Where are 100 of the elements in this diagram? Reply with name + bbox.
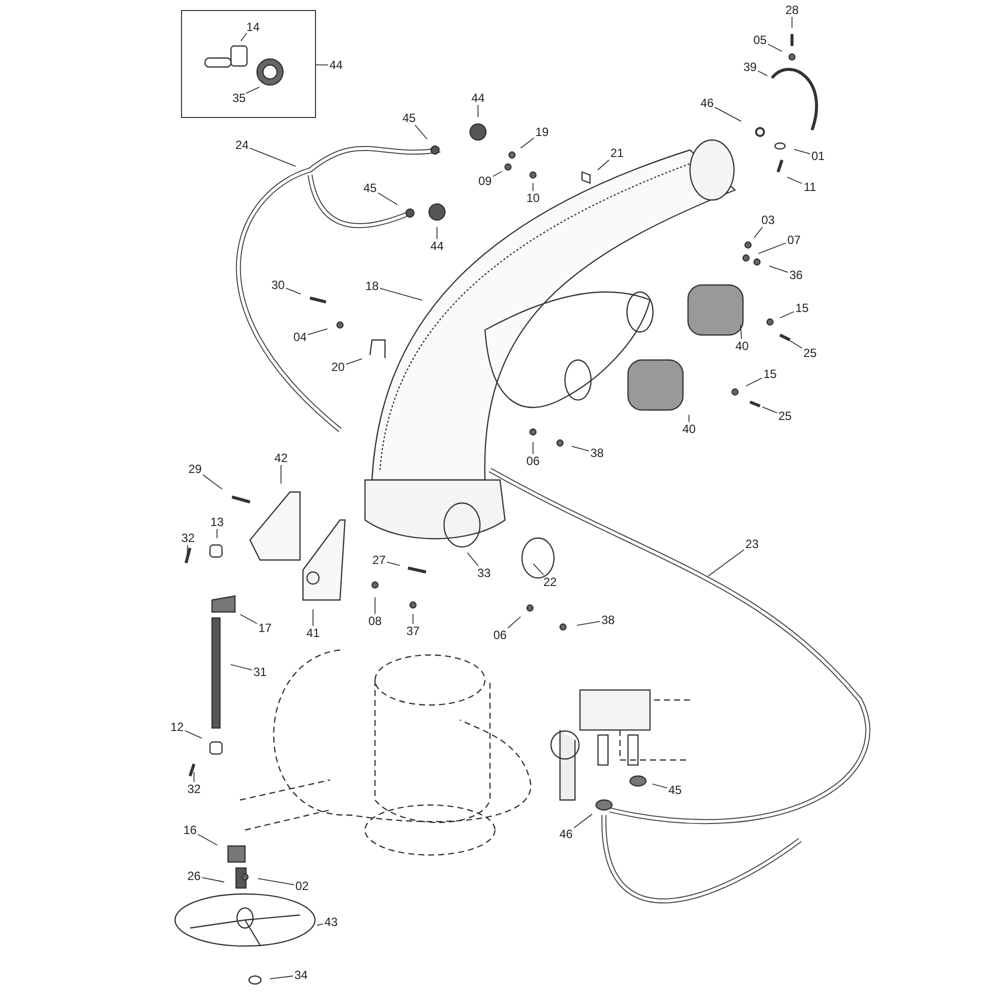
leader-line	[202, 474, 222, 490]
leader-line	[184, 730, 202, 739]
leader-line	[316, 923, 324, 926]
callout-number: 09	[475, 174, 495, 188]
leader-line	[532, 563, 544, 576]
callout-number: 31	[250, 665, 270, 679]
callout-number: 41	[303, 626, 323, 640]
callout-number: 15	[760, 367, 780, 381]
callout-number: 05	[750, 33, 770, 47]
callout-number: 08	[365, 614, 385, 628]
leader-line	[571, 446, 590, 452]
leader-line	[230, 664, 252, 670]
callout-number: 21	[607, 146, 627, 160]
leader-line	[754, 226, 763, 238]
callout-number: 20	[328, 360, 348, 374]
callout-number: 40	[679, 422, 699, 436]
callout-number: 14	[243, 20, 263, 34]
leader-line	[316, 64, 328, 66]
leader-line	[740, 324, 742, 340]
callout-number: 17	[255, 621, 275, 635]
leader-line	[574, 814, 593, 828]
callout-number: 19	[532, 125, 552, 139]
callout-number: 38	[587, 446, 607, 460]
leader-line	[346, 358, 362, 365]
callout-number: 44	[427, 239, 447, 253]
callout-number: 07	[784, 233, 804, 247]
leader-line	[794, 148, 810, 154]
leader-line	[597, 160, 610, 170]
callout-number: 04	[290, 330, 310, 344]
leader-line	[374, 596, 376, 614]
callout-number: 13	[207, 515, 227, 529]
leader-line	[708, 549, 744, 577]
leader-line	[312, 608, 314, 626]
callout-number: 43	[321, 915, 341, 929]
callout-number: 34	[291, 968, 311, 982]
callout-number: 37	[403, 624, 423, 638]
leader-line	[532, 442, 534, 454]
leader-line	[308, 328, 328, 336]
callout-number: 45	[665, 783, 685, 797]
leader-line	[652, 784, 668, 788]
leader-line	[507, 616, 522, 628]
callout-number: 12	[167, 720, 187, 734]
leader-line	[492, 171, 502, 177]
leader-line	[414, 124, 428, 140]
callout-number: 18	[362, 279, 382, 293]
leader-line	[378, 192, 398, 206]
callout-number: 16	[180, 823, 200, 837]
callout-number: 32	[184, 782, 204, 796]
leader-line	[688, 414, 690, 422]
leader-line	[768, 266, 788, 273]
leader-line	[762, 406, 778, 414]
callout-number: 06	[523, 454, 543, 468]
leader-line	[386, 562, 400, 566]
leader-line	[286, 288, 302, 295]
leader-line	[202, 877, 225, 882]
leader-line	[790, 340, 802, 349]
callout-number: 32	[178, 531, 198, 545]
leader-line	[246, 86, 260, 94]
callout-number: 26	[184, 869, 204, 883]
leader-line	[436, 226, 438, 240]
leader-line	[412, 614, 414, 624]
callout-number: 44	[326, 58, 346, 72]
leader-line	[758, 70, 768, 76]
callout-number: 33	[474, 566, 494, 580]
leader-line	[758, 242, 786, 254]
leader-line	[714, 106, 742, 122]
callout-number: 45	[399, 111, 419, 125]
leader-line	[240, 32, 248, 42]
leader-line	[520, 138, 534, 148]
callout-number: 03	[758, 213, 778, 227]
callout-number: 30	[268, 278, 288, 292]
callout-number: 10	[523, 191, 543, 205]
leader-line	[280, 464, 282, 484]
leader-line	[186, 544, 188, 556]
leader-line	[746, 378, 762, 386]
callout-number: 46	[556, 827, 576, 841]
callout-number: 45	[360, 181, 380, 195]
callout-number: 01	[808, 149, 828, 163]
callout-number: 02	[292, 879, 312, 893]
callout-number: 25	[800, 346, 820, 360]
leader-line	[198, 834, 218, 846]
callout-number: 15	[792, 301, 812, 315]
callout-number: 29	[185, 462, 205, 476]
callout-number: 38	[598, 613, 618, 627]
leader-line	[269, 976, 294, 980]
leader-line	[786, 176, 802, 184]
callout-number: 27	[369, 553, 389, 567]
callout-number: 23	[742, 537, 762, 551]
callout-number: 46	[697, 96, 717, 110]
inset-frame	[181, 10, 316, 118]
leader-line	[466, 552, 479, 566]
callout-number: 28	[782, 3, 802, 17]
callout-number: 06	[490, 628, 510, 642]
callout-number: 24	[232, 138, 252, 152]
leader-line	[576, 620, 600, 626]
callout-number: 22	[540, 575, 560, 589]
leader-line	[768, 44, 782, 52]
callout-number: 36	[786, 268, 806, 282]
leader-line	[216, 528, 218, 539]
callout-number: 11	[800, 180, 820, 194]
